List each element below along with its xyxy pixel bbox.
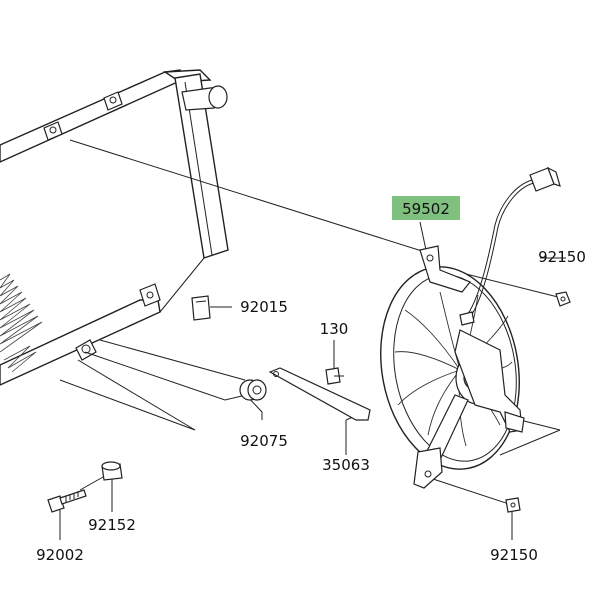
label-92150-bottom: 92150 — [490, 546, 538, 564]
screw-top[interactable] — [555, 291, 571, 307]
fan-assembly-highlight — [392, 196, 460, 220]
label-92150-top: 92150 — [538, 248, 586, 266]
label-59502: 59502 — [402, 200, 450, 218]
bracket-35063[interactable] — [268, 367, 371, 421]
radiator-fins — [0, 273, 43, 373]
label-92075: 92075 — [240, 432, 288, 450]
bolt-130[interactable] — [325, 367, 344, 385]
label-92002: 92002 — [36, 546, 84, 564]
label-92152: 92152 — [88, 516, 136, 534]
label-130: 130 — [320, 320, 349, 338]
label-35063: 35063 — [322, 456, 370, 474]
leader-lines — [59, 139, 566, 540]
clip[interactable] — [191, 295, 211, 321]
collar[interactable] — [101, 461, 123, 481]
fan-assembly[interactable] — [365, 166, 561, 489]
screw-bottom[interactable] — [505, 497, 521, 513]
bolt-92002[interactable] — [47, 489, 87, 513]
radiator — [0, 69, 229, 386]
grommet[interactable] — [239, 379, 267, 401]
label-92015: 92015 — [240, 298, 288, 316]
